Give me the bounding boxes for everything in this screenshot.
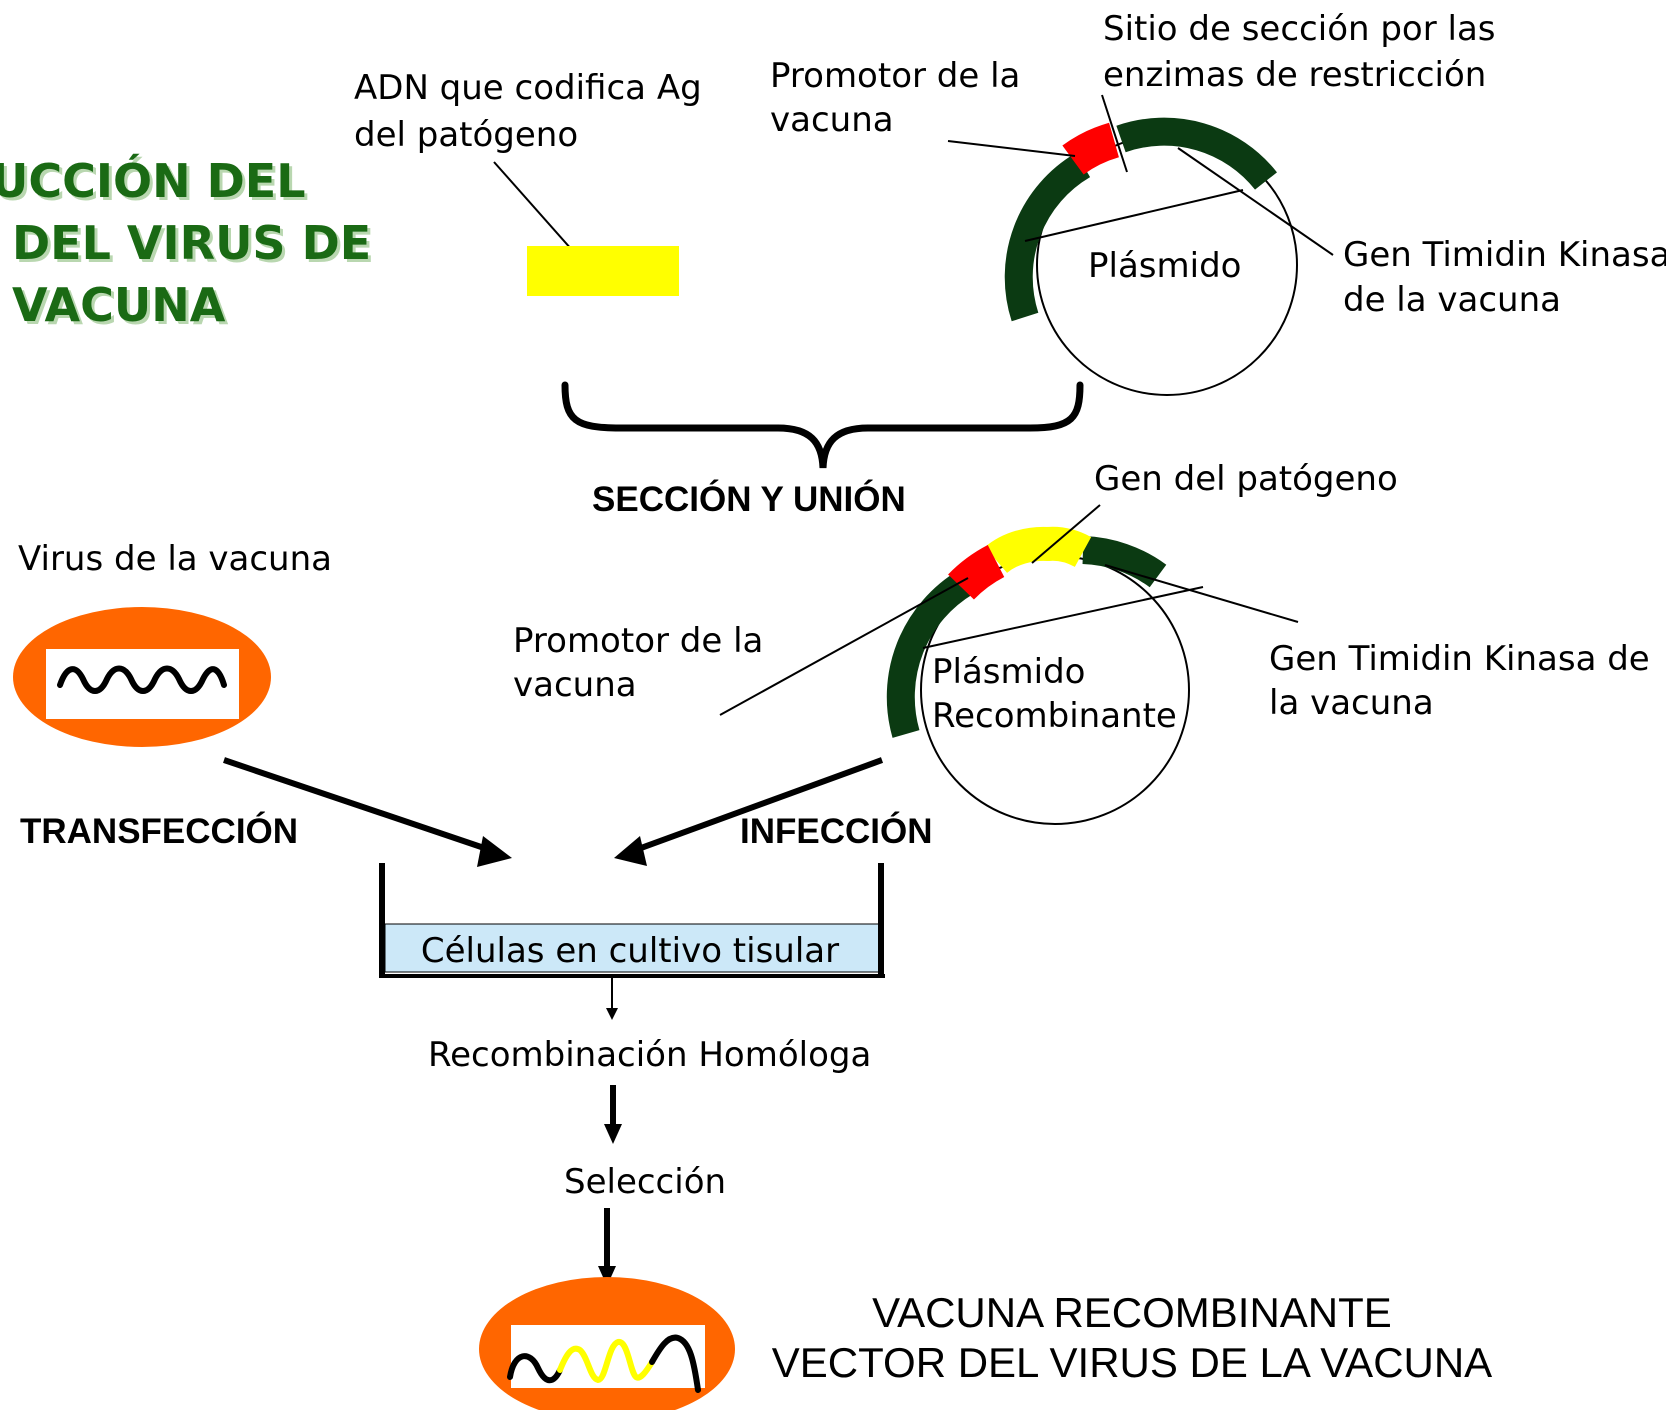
top-tk-label-line-1: Gen Timidin Kinasa [1343,235,1666,275]
diagram-title: UCCIÓN DEL UCCIÓN DEL DEL VIRUS DE DEL V… [0,154,374,335]
restriction-site-label-line-2: enzimas de restricción [1103,55,1486,95]
result-label-line-2: VECTOR DEL VIRUS DE LA VACUNA [772,1339,1492,1386]
recombinant-genome-dna-left [507,1353,563,1384]
title-line-2: DEL VIRUS DE [12,216,371,270]
recomb-tk-gene-right [1082,536,1167,588]
dna-label-line-2: del patógeno [354,115,578,155]
recomb-pathogen-gene [984,526,1092,574]
title-shadow-line-2: DEL VIRUS DE [15,219,374,273]
recomb-tk-gene-left [886,569,974,738]
dna-label-line-1: ADN que codifica Ag [354,68,702,108]
virus-genome-dna [57,665,227,694]
top-promoter-label-line-1: Promotor de la [770,56,1020,96]
recomb-plasmid-label-line-1: Plásmido [932,652,1085,692]
dna-leader-line [493,161,581,260]
plasmid-tk-gene-left [1004,152,1091,322]
top-tk-label-line-2: de la vacuna [1343,280,1561,320]
recomb-promoter-segment [948,544,1005,600]
title-line-3: VACUNA [12,278,226,332]
mid-tk-label-line-1: Gen Timidin Kinasa de [1269,639,1650,679]
tissue-culture-label: Células en cultivo tisular [421,931,839,971]
recomb-plasmid-label-line-2: Recombinante [932,696,1177,736]
pathogen-gene-label: Gen del patógeno [1094,459,1398,499]
recombinant-genome-pathogen-gene [557,1339,655,1384]
virus-genome-window [46,649,239,719]
selection-arrow-head [604,1124,622,1144]
mid-promoter-label-line-1: Promotor de la [513,621,763,661]
mid-tk-leader-right [1104,564,1299,623]
cut-and-ligate-brace [561,381,1084,469]
top-promoter-label-line-2: vacuna [770,100,894,140]
homologous-recombination-label: Recombinación Homóloga [428,1035,871,1075]
title-line-1: UCCIÓN DEL [0,154,306,208]
result-arrow-head [598,1266,616,1286]
infection-arrow-head [614,836,647,866]
plasmid-label: Plásmido [1088,246,1241,286]
pathogen-gene-leader [1031,504,1101,564]
title-shadow-line-3: VACUNA [15,281,229,335]
mid-promoter-leader [719,577,969,716]
plasmid-promoter-segment [1062,122,1120,175]
mid-promoter-label-line-2: vacuna [513,665,637,705]
title-shadow-line-1: UCCIÓN DEL [0,157,309,211]
top-tk-leader-right [1177,147,1334,256]
restriction-site-marker [1101,94,1128,173]
top-tk-leader-left [1024,189,1244,242]
recombination-arrow-head [606,1008,618,1020]
infection-label: INFECCIÓN [740,811,933,851]
mid-tk-leader-left [922,586,1204,649]
transfection-arrow-head [477,836,512,867]
transfection-label: TRANSFECCIÓN [20,811,298,851]
pathogen-dna-fragment [527,246,679,296]
result-label-line-1: VACUNA RECOMBINANTE [872,1289,1392,1336]
plasmid-tk-gene-right [1116,117,1277,190]
mid-tk-label-line-2: la vacuna [1269,683,1434,723]
selection-label: Selección [564,1162,726,1202]
infection-arrow-shaft [628,757,884,855]
top-promoter-leader [947,140,1076,157]
tissue-culture-medium [384,923,884,973]
virus-label: Virus de la vacuna [18,539,332,579]
transfection-arrow-shaft [223,757,497,855]
restriction-site-label-line-1: Sitio de sección por las [1103,9,1496,49]
cut-and-ligate-label: SECCIÓN Y UNIÓN [592,479,906,519]
recombinant-genome-dna-right [649,1334,701,1393]
